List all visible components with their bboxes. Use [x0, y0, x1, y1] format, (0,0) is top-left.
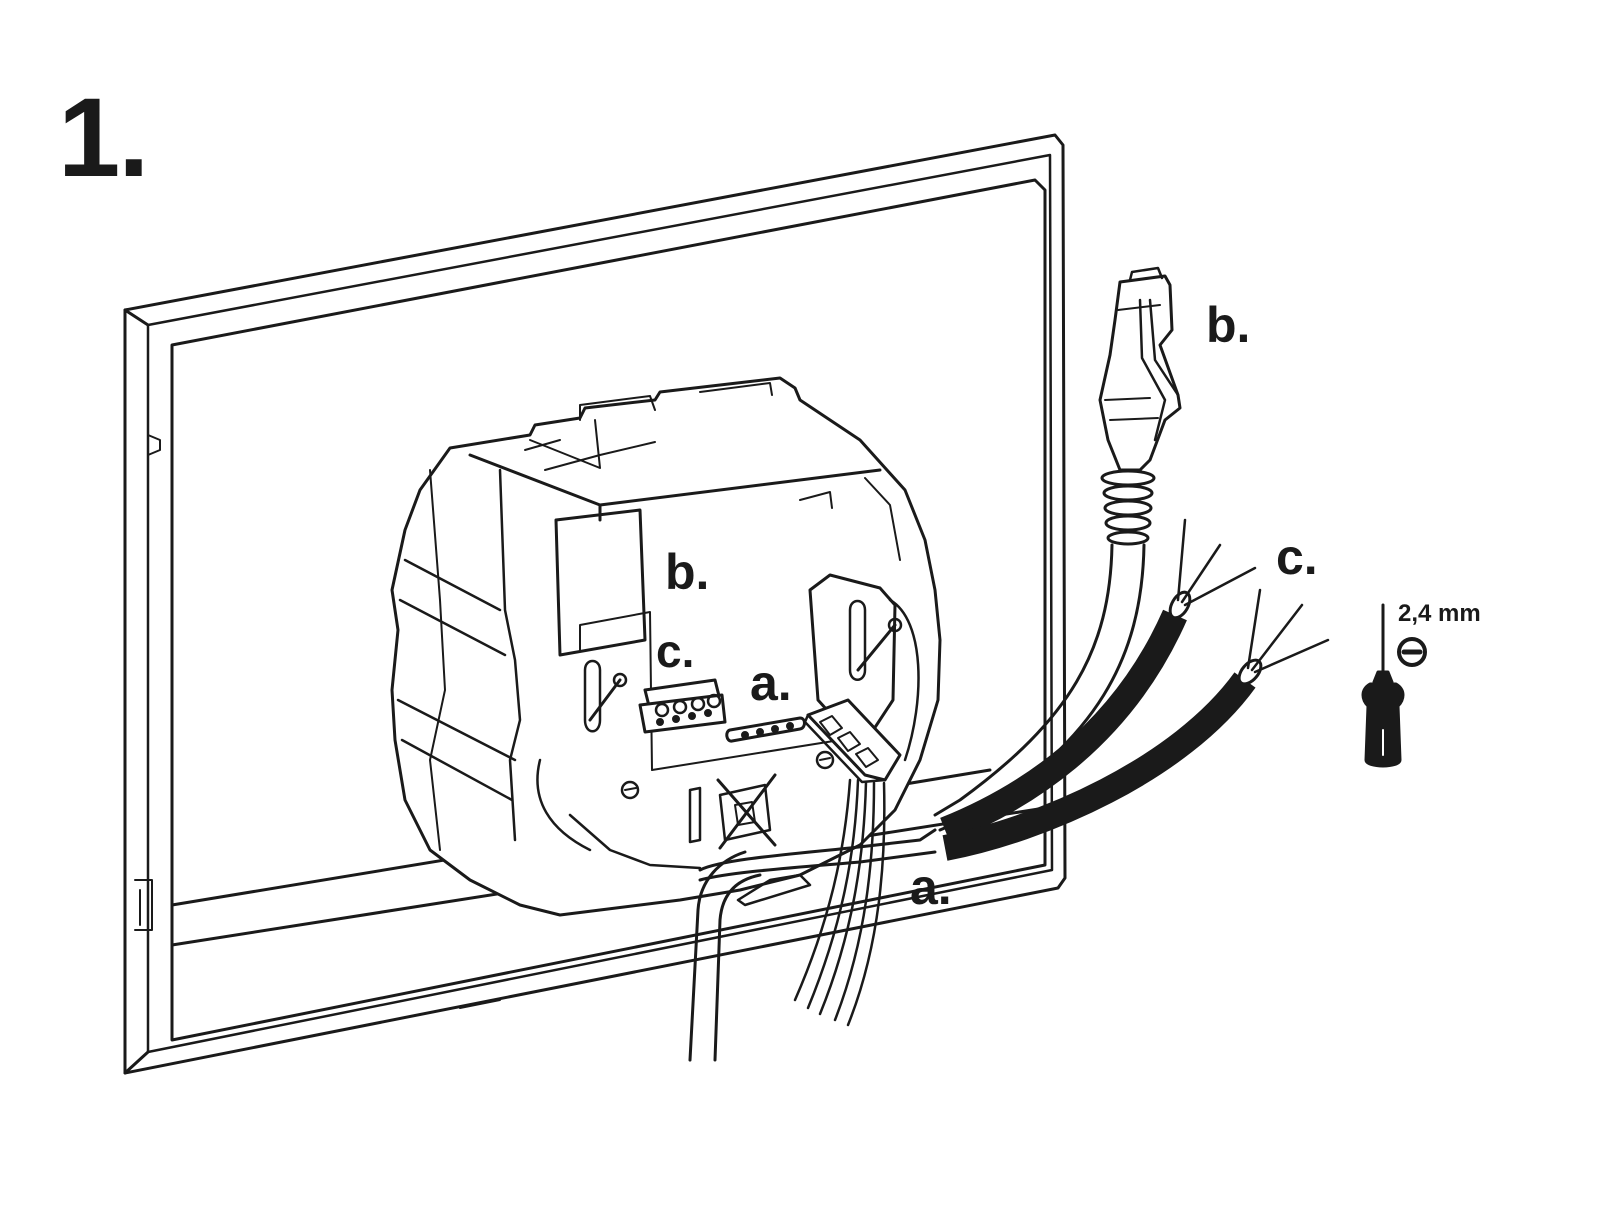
screwdriver-icon: [1361, 603, 1405, 768]
callout-a-ribbon: a.: [910, 859, 952, 915]
slotted-screwdriver-icon: [1397, 637, 1427, 667]
rj45-cable: [933, 266, 1182, 832]
screw-slot-left: [583, 659, 640, 800]
device-housing: [390, 376, 942, 917]
ribbon-cable: [793, 778, 886, 1027]
bottom-cable: [688, 828, 937, 1062]
black-cables: [940, 518, 1330, 861]
screwdriver-size-label: 2,4 mm: [1398, 600, 1481, 627]
callout-c-terminal: c.: [656, 625, 695, 677]
callout-a-connector: a.: [750, 655, 792, 711]
no-screw-symbol: [688, 773, 777, 850]
pin-header: [725, 716, 806, 743]
terminal-block: [638, 678, 727, 734]
ribbon-connector: [803, 698, 902, 784]
callout-c-wires: c.: [1276, 529, 1318, 585]
callout-b-port: b.: [665, 544, 710, 600]
step-number: 1.: [58, 75, 149, 200]
callout-b-rj45: b.: [1206, 297, 1251, 353]
